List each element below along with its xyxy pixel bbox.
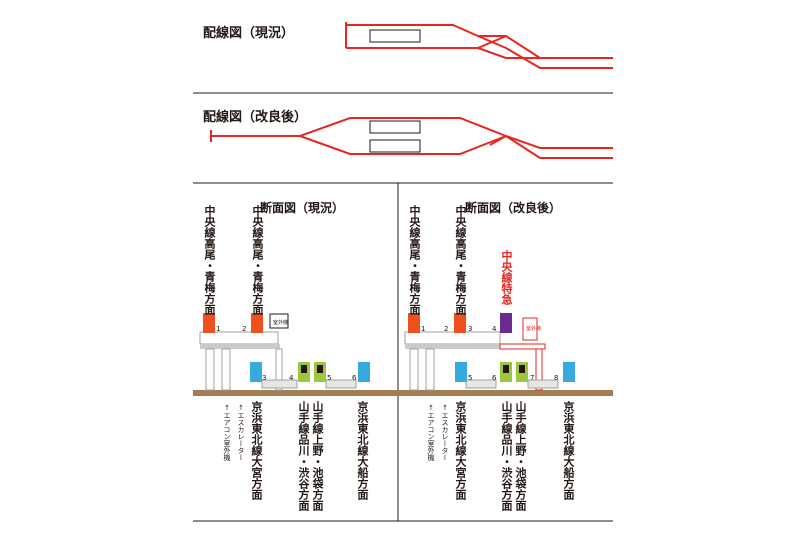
label-chuo-takao: 中央線高尾・青梅方面 xyxy=(454,205,467,315)
train-chuo xyxy=(203,313,215,333)
label-yamanote-ueno: 山手線上野・池袋方面 xyxy=(514,401,527,511)
label-yamanote-ueno: 山手線上野・池袋方面 xyxy=(311,401,324,511)
outdoor-unit-box xyxy=(269,313,289,329)
train-chuo xyxy=(408,313,420,333)
label-keihin-omiya: 京浜東北線大宮方面 xyxy=(454,401,467,500)
lower-platform xyxy=(465,379,497,389)
train-chuo xyxy=(251,313,263,333)
track-improved-title: 配線図（改良後） xyxy=(203,109,307,125)
pillar xyxy=(205,348,215,391)
ground xyxy=(398,390,613,396)
new-pillar xyxy=(535,348,543,391)
label-yamanote-shinagawa: 山手線品川・渋谷方面 xyxy=(500,401,513,511)
new-deck xyxy=(499,343,546,350)
svg-text:1: 1 xyxy=(421,325,425,333)
train-window xyxy=(503,365,509,373)
train-window xyxy=(519,365,525,373)
label-chuo-takao: 中央線高尾・青梅方面 xyxy=(408,205,421,315)
track-numbers: 1 2 3 4 5 6 xyxy=(216,325,357,382)
pillar xyxy=(425,348,435,391)
svg-text:8: 8 xyxy=(554,374,558,382)
train-keihin xyxy=(563,362,575,382)
track-current-lines xyxy=(345,22,613,69)
train-limited-express xyxy=(500,313,512,333)
train-keihin xyxy=(358,362,370,382)
svg-text:5: 5 xyxy=(327,374,331,382)
svg-text:3: 3 xyxy=(468,325,472,333)
label-yamanote-shinagawa: 山手線品川・渋谷方面 xyxy=(297,401,310,511)
svg-text:3: 3 xyxy=(262,374,266,382)
platform-block xyxy=(369,120,421,134)
svg-text:4: 4 xyxy=(492,325,497,333)
upper-deck xyxy=(199,331,279,345)
svg-text:2: 2 xyxy=(444,325,448,333)
deck-slab xyxy=(200,344,280,349)
lower-platform xyxy=(261,379,298,389)
label-chuo-limited-express: 中央線特急 xyxy=(500,250,513,305)
outdoor-unit-label: 室外機 xyxy=(526,325,541,332)
svg-text:6: 6 xyxy=(352,374,357,382)
train-window xyxy=(317,365,323,373)
label-chuo-takao: 中央線高尾・青梅方面 xyxy=(251,205,264,315)
label-keihin-omiya: 京浜東北線大宮方面 xyxy=(250,401,263,500)
svg-text:1: 1 xyxy=(216,325,220,333)
svg-text:2: 2 xyxy=(242,325,246,333)
label-aircon: ↑エアコン室外機 xyxy=(427,404,435,461)
svg-text:7: 7 xyxy=(530,374,534,382)
svg-text:5: 5 xyxy=(468,374,472,382)
platform-block xyxy=(369,29,421,43)
label-chuo-takao: 中央線高尾・青梅方面 xyxy=(203,205,216,315)
outdoor-unit-label: 室外機 xyxy=(273,319,288,326)
pillar xyxy=(409,348,419,391)
lower-platform xyxy=(325,379,357,389)
platform-block xyxy=(369,139,421,153)
train-window xyxy=(301,365,307,373)
train-chuo xyxy=(454,313,466,333)
deck-slab xyxy=(405,344,545,349)
label-aircon: ↑エアコン室外機 xyxy=(223,404,231,461)
svg-text:6: 6 xyxy=(492,374,497,382)
outdoor-unit-box xyxy=(522,317,538,341)
train-keihin xyxy=(455,362,467,382)
label-keihin-ofuna: 京浜東北線大船方面 xyxy=(562,401,575,500)
lower-platform xyxy=(527,379,559,389)
pillar xyxy=(221,348,231,391)
label-escalator: ↑エスカレーター xyxy=(237,404,245,461)
label-escalator: ↑エスカレーター xyxy=(441,404,449,461)
track-numbers: 1 2 3 4 5 6 7 8 xyxy=(421,325,558,382)
track-improved-lines xyxy=(210,117,613,159)
upper-deck xyxy=(404,331,501,345)
ground xyxy=(193,390,398,396)
train-keihin xyxy=(250,362,262,382)
pillar xyxy=(275,348,283,391)
track-current-title: 配線図（現況） xyxy=(203,25,294,41)
section-improved-title: 断面図（改良後） xyxy=(465,200,561,215)
section-current-title: 断面図（現況） xyxy=(260,200,344,215)
svg-text:4: 4 xyxy=(289,374,294,382)
label-keihin-ofuna: 京浜東北線大船方面 xyxy=(356,401,369,500)
